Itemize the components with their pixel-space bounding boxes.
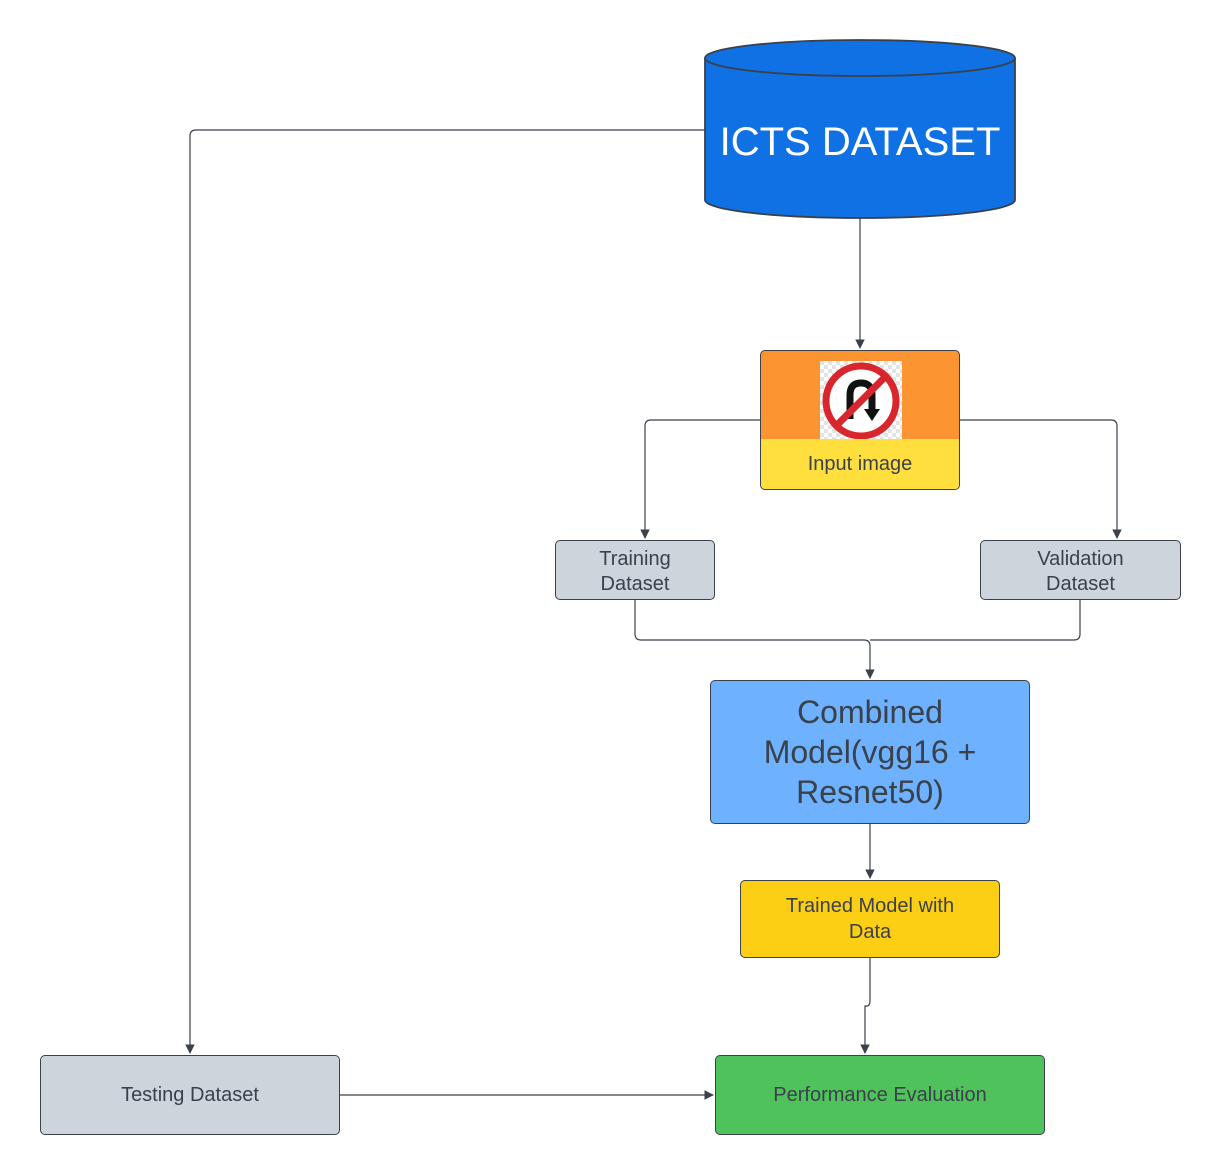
connector-training-to-combined [634, 600, 875, 679]
validation-dataset-label: Validation Dataset [1037, 548, 1124, 595]
connector-trained-to-performance [860, 958, 871, 1054]
combined-model-label: Combined Model(vgg16 + Resnet50) [763, 694, 977, 810]
testing-dataset-label: Testing Dataset [121, 1083, 259, 1106]
trained-model-label: Trained Model with Data [785, 895, 955, 943]
input-image-node: Input image [760, 350, 960, 490]
connector-database-to-testing [185, 129, 705, 1054]
icts-dataset-label: ICTS DATASET [719, 119, 1001, 164]
trained-model-node: Trained Model with Data [740, 880, 1000, 958]
validation-dataset-node: Validation Dataset [980, 540, 1181, 600]
performance-evaluation-label: Performance Evaluation [773, 1083, 987, 1106]
connector-input-to-validation [960, 419, 1122, 539]
training-dataset-label: Training Dataset [599, 548, 671, 595]
combined-model-node: Combined Model(vgg16 + Resnet50) [710, 680, 1030, 824]
connector-validation-to-combined [870, 600, 1081, 641]
icts-dataset-cylinder [704, 39, 1016, 219]
input-image-label: Input image [761, 439, 959, 489]
testing-dataset-node: Testing Dataset [40, 1055, 340, 1135]
no-u-turn-sign-icon [820, 361, 902, 441]
training-dataset-node: Training Dataset [555, 540, 715, 600]
performance-evaluation-node: Performance Evaluation [715, 1055, 1045, 1135]
connector-input-to-training [640, 419, 760, 539]
